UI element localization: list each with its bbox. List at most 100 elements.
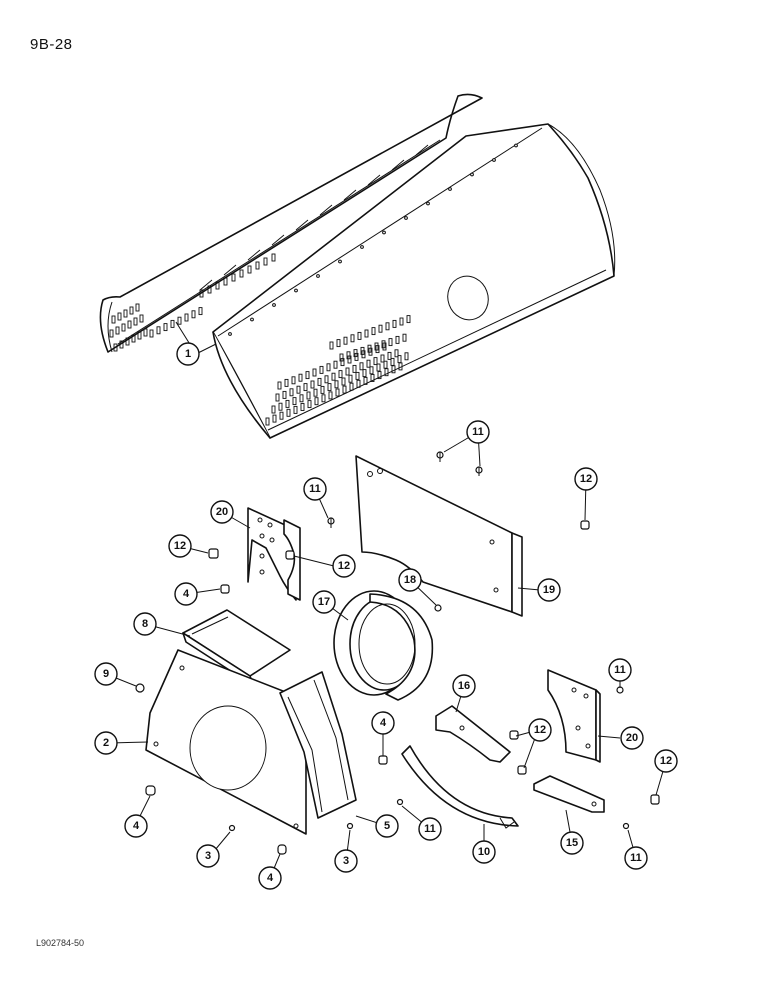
cover-slot <box>319 365 324 374</box>
cover-slot <box>170 319 175 328</box>
rivet-hole <box>272 303 276 307</box>
callout-label: 9 <box>103 668 109 680</box>
cover-slot <box>239 269 244 278</box>
cover-slot <box>362 369 367 378</box>
cover-rib <box>415 144 429 156</box>
cover-slot <box>333 360 338 369</box>
part-10-curved-strap <box>401 745 519 829</box>
hardware-fasteners <box>135 451 660 855</box>
cover-slot <box>349 382 354 391</box>
callout-label: 11 <box>630 852 642 864</box>
part-20-upper-bracket <box>247 507 301 601</box>
cover-slot <box>331 372 336 381</box>
cover-slot <box>384 368 389 377</box>
cover-slot <box>131 334 136 343</box>
cover-slot <box>271 253 276 262</box>
callout-label: 11 <box>472 426 484 438</box>
cover-slot <box>369 366 374 375</box>
cover-slot <box>143 328 148 337</box>
cover-slot <box>355 371 360 380</box>
callout-11a: 11 <box>466 420 490 444</box>
rivet-hole <box>228 332 232 336</box>
cover-slot <box>286 408 291 417</box>
rivet-hole <box>492 158 496 162</box>
cover-slot <box>357 331 362 340</box>
cover-slot <box>305 371 310 380</box>
cover-slot <box>327 383 332 392</box>
callout-3b: 3 <box>334 849 358 873</box>
cover-slot <box>391 365 396 374</box>
callout-12b: 12 <box>168 534 192 558</box>
cover-slot <box>373 357 378 366</box>
callout-label: 8 <box>142 618 148 630</box>
cover-slot <box>368 347 373 356</box>
cover-slot <box>298 373 303 382</box>
cover-slot <box>199 289 204 298</box>
cover-rib <box>247 249 261 261</box>
cover-slot <box>326 363 331 372</box>
cover-slot <box>377 371 382 380</box>
cover-rib <box>223 264 237 276</box>
cover-slot <box>387 351 392 360</box>
cover-slot <box>376 363 381 372</box>
cover-slot <box>353 349 358 358</box>
callout-label: 11 <box>424 823 436 835</box>
cover-slot <box>345 367 350 376</box>
callout-label: 16 <box>458 680 470 692</box>
cover-slot <box>113 343 118 352</box>
callout-label: 17 <box>318 596 330 608</box>
cover-slot <box>263 257 268 266</box>
cover-rib <box>199 279 213 291</box>
cover-slot <box>149 329 154 338</box>
part-16-bracket <box>435 705 511 763</box>
part-20-lower-bracket <box>547 669 601 763</box>
cover-slot <box>310 380 315 389</box>
callout-label: 4 <box>133 820 140 832</box>
cover-slot <box>303 383 308 392</box>
callout-4d: 4 <box>258 866 282 890</box>
cover-slot <box>307 400 312 409</box>
cover-slot <box>135 303 140 312</box>
cover-slot <box>350 334 355 343</box>
callout-18: 18 <box>398 568 422 592</box>
callout-label: 18 <box>404 574 416 586</box>
cover-slot <box>341 377 346 386</box>
cover-slot <box>321 394 326 403</box>
callout-8: 8 <box>133 612 157 636</box>
cover-slot <box>284 378 289 387</box>
callout-11b: 11 <box>303 477 327 501</box>
cover-slot <box>198 307 203 316</box>
callout-12a: 12 <box>574 467 598 491</box>
part-17-ring <box>333 590 434 701</box>
callout-label: 12 <box>660 755 672 767</box>
cover-rib <box>391 159 405 171</box>
callout-5: 5 <box>375 814 399 838</box>
rivet-hole <box>316 274 320 278</box>
cover-slot <box>388 338 393 347</box>
callout-17: 17 <box>312 590 336 614</box>
callout-12d: 12 <box>528 718 552 742</box>
cover-slot <box>109 329 114 338</box>
callout-4a: 4 <box>174 582 198 606</box>
cover-slot <box>378 324 383 333</box>
cover-slot-pattern <box>109 143 518 426</box>
cover-slot <box>275 393 280 402</box>
rivet-hole <box>404 216 408 220</box>
cover-slot <box>381 340 386 349</box>
callout-label: 19 <box>543 584 555 596</box>
cover-slot <box>163 323 168 332</box>
cover-slot <box>312 368 317 377</box>
cover-slot <box>394 349 399 358</box>
cover-slot <box>383 360 388 369</box>
cover-slot <box>115 326 120 335</box>
cover-slot <box>119 340 124 349</box>
cover-slot <box>292 397 297 406</box>
callout-label: 12 <box>338 560 350 572</box>
cover-slot <box>342 385 347 394</box>
cover-slot <box>375 345 380 354</box>
cover-slot <box>291 376 296 385</box>
callout-10: 10 <box>472 840 496 864</box>
callout-11c: 11 <box>608 658 632 682</box>
cover-slot <box>247 265 252 274</box>
cover-slot <box>285 399 290 408</box>
